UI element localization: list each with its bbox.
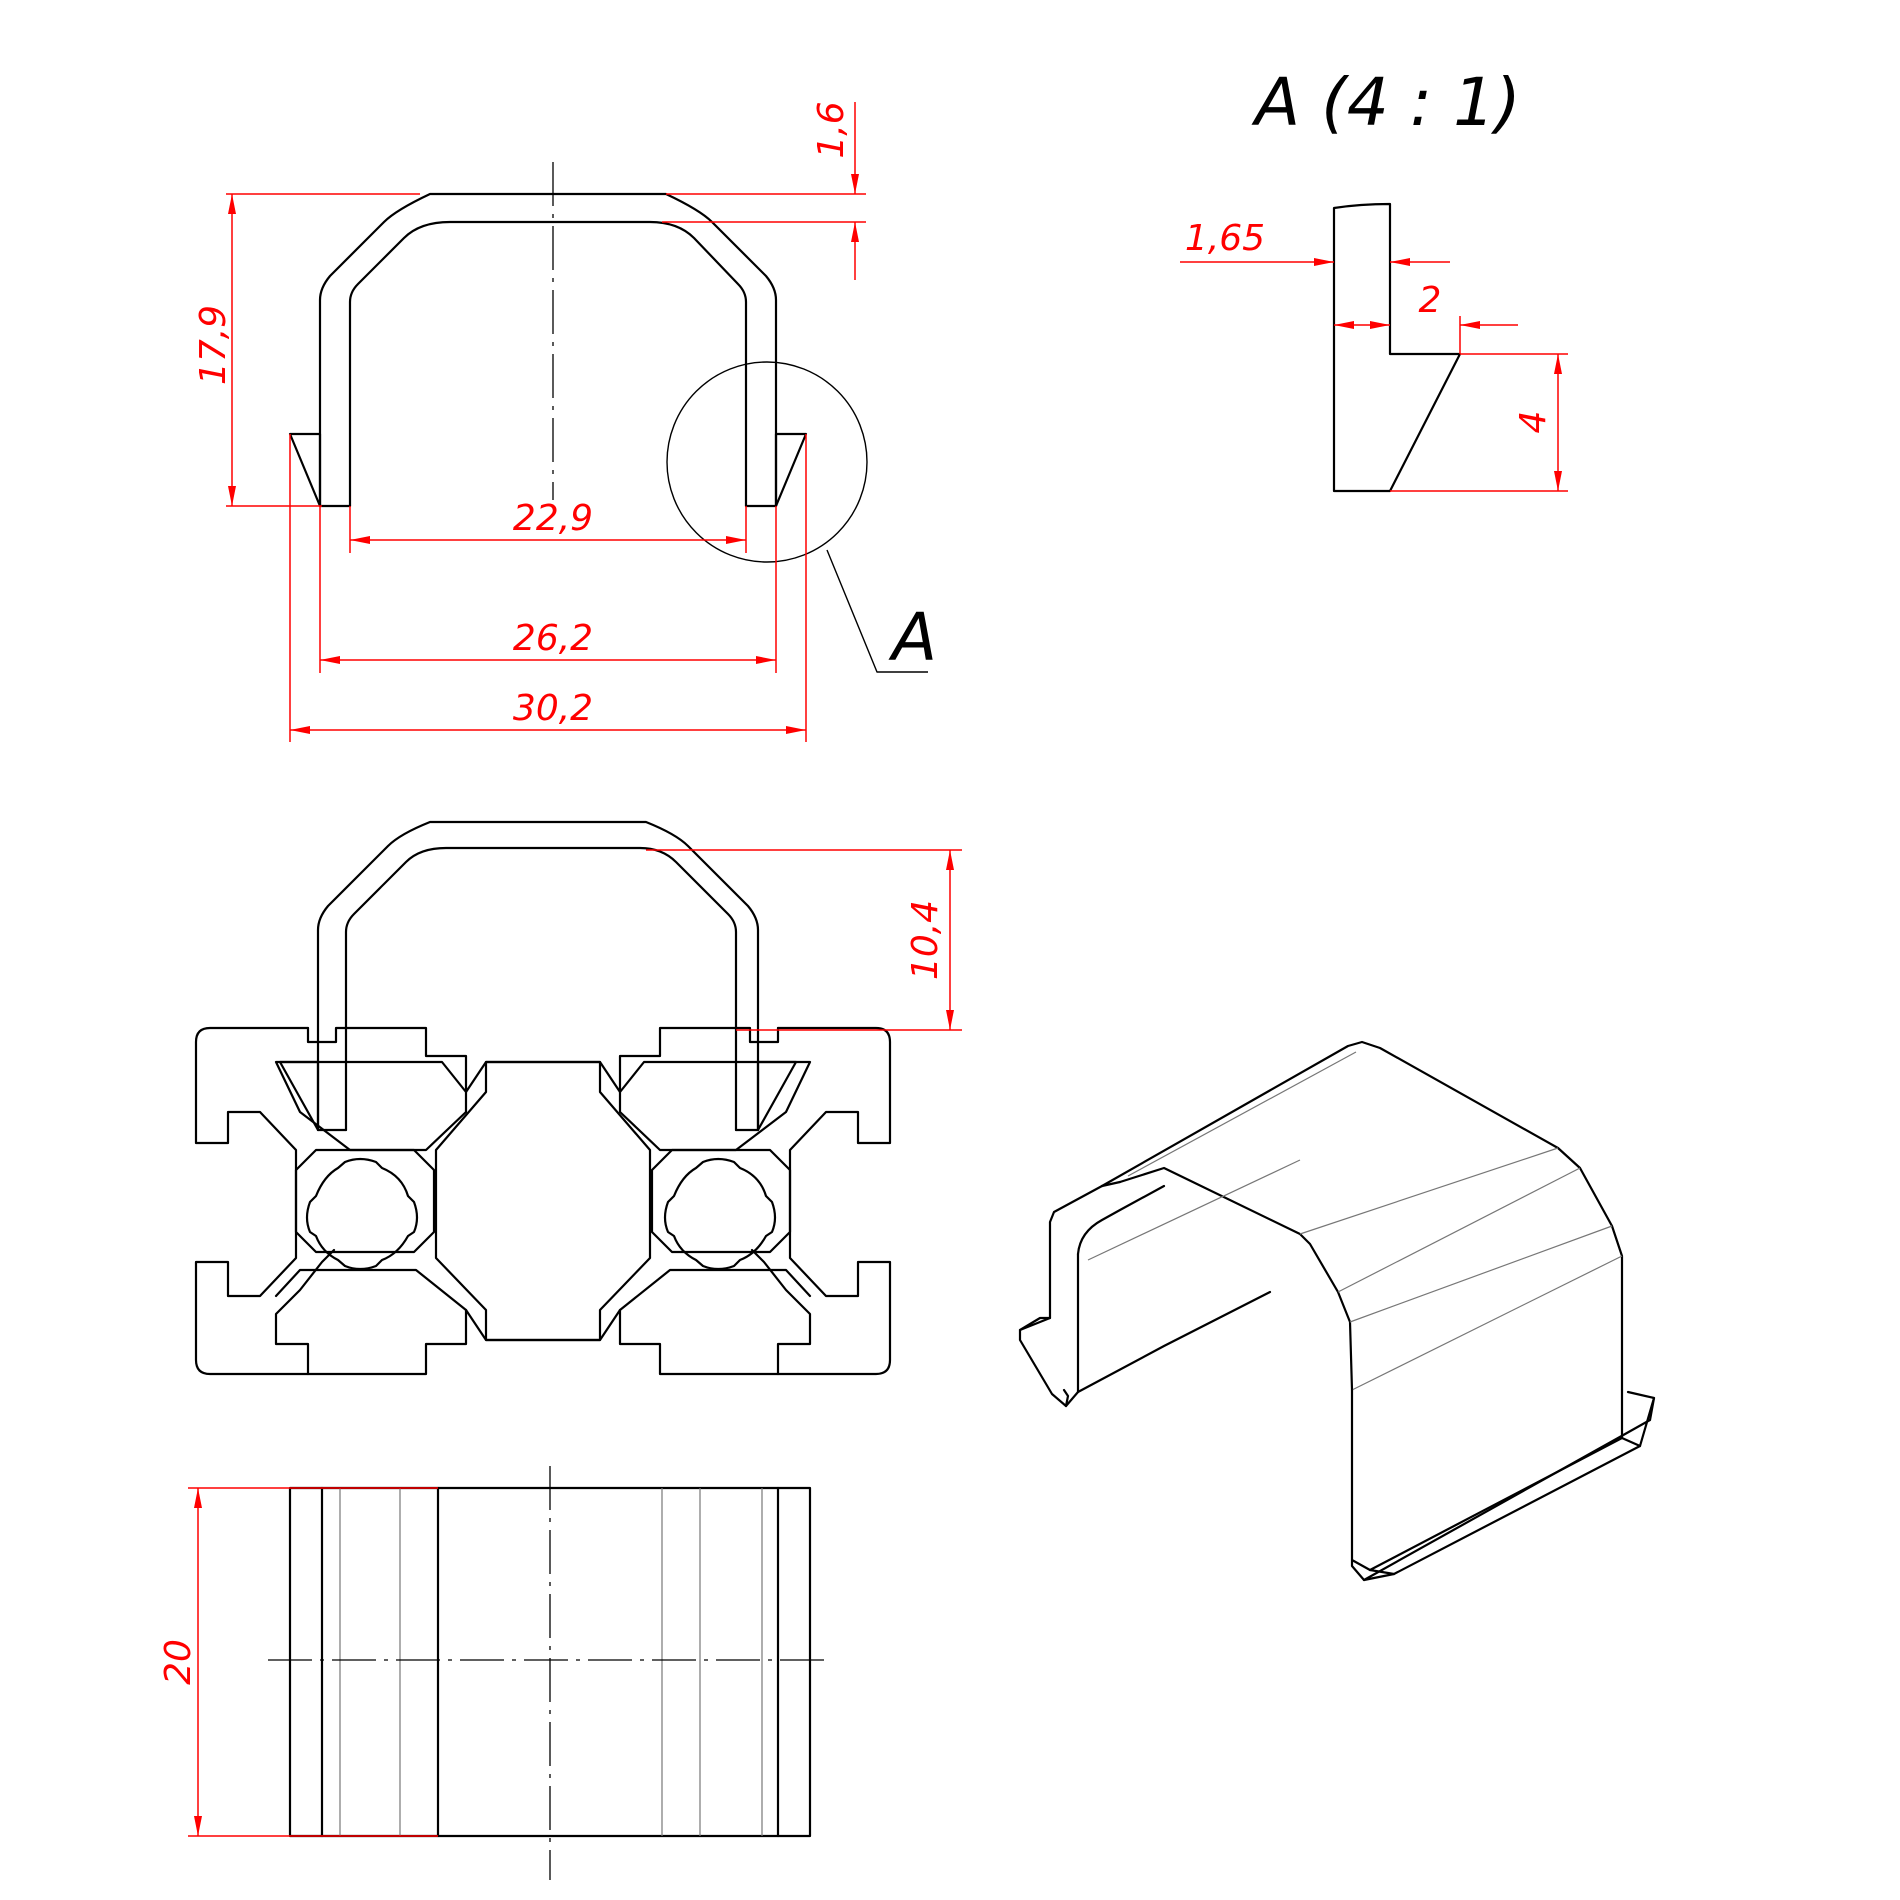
isometric-view <box>1018 1040 1656 1582</box>
dim-1-6: 1,6 <box>811 101 852 158</box>
right-core <box>650 1148 792 1254</box>
dim-17-9: 17,9 <box>193 305 234 385</box>
left-bottom-slot <box>274 1268 468 1312</box>
clip-left-foot <box>278 1060 320 1132</box>
dim-2: 2 <box>1419 280 1442 321</box>
clip-right-foot <box>756 1060 798 1132</box>
dim-4: 4 <box>1513 411 1554 434</box>
iso-left-leg <box>1018 1184 1104 1408</box>
profile-outer-outline <box>318 192 778 508</box>
top-view <box>268 1466 826 1880</box>
left-latch-foot <box>288 432 322 508</box>
dim-26-2: 26,2 <box>513 618 593 659</box>
dim-20: 20 <box>158 1639 199 1685</box>
detail-a-view: A (4 : 1) <box>1251 64 1521 493</box>
clip-inner-outline <box>344 846 738 1132</box>
clip-outer-outline <box>316 820 760 1132</box>
detail-title: A (4 : 1) <box>1251 64 1521 141</box>
right-bottom-slot <box>618 1268 812 1312</box>
profile-right-outer <box>750 1026 892 1376</box>
iso-right-leg <box>1350 1388 1624 1572</box>
detail-a-leader <box>826 549 928 673</box>
detail-a-section <box>1332 202 1462 493</box>
assembly-view <box>194 820 892 1376</box>
left-core-bore <box>305 1157 419 1271</box>
profile-top-center <box>306 1026 780 1094</box>
top-view-dimensions: 20 <box>158 1487 438 1837</box>
profile-inner-outline <box>348 220 748 508</box>
right-core-bore <box>663 1157 777 1271</box>
left-core <box>294 1148 436 1254</box>
left-slot <box>274 1060 468 1152</box>
right-slot <box>618 1060 812 1152</box>
profile-bottom-center <box>306 1308 780 1376</box>
dim-10-4: 10,4 <box>905 900 946 980</box>
front-view: A <box>288 162 937 676</box>
detail-a-circle <box>666 361 868 563</box>
dim-1-65: 1,65 <box>1185 218 1265 259</box>
dim-30-2: 30,2 <box>513 688 593 729</box>
detail-a-dimensions: 1,65 2 4 <box>1180 218 1568 492</box>
center-cavity <box>434 1060 652 1342</box>
detail-a-label: A <box>888 599 937 676</box>
dim-22-9: 22,9 <box>513 498 593 539</box>
right-latch-foot <box>774 432 808 508</box>
profile-left-outer <box>194 1026 336 1376</box>
assembly-dimensions: 10,4 <box>646 849 962 1031</box>
front-view-dimensions: 17,9 1,6 22,9 26,2 30,2 <box>193 101 866 742</box>
